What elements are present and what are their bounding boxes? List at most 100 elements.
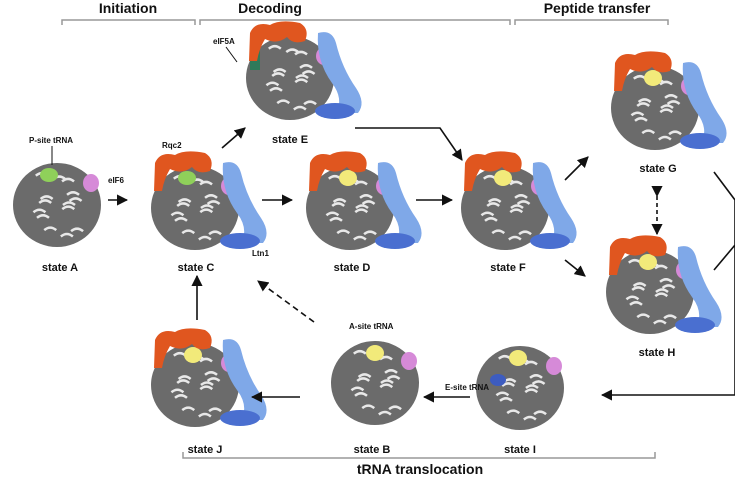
rqc2-density: [309, 151, 367, 191]
ribosome-texture: [388, 405, 402, 411]
ribosome-state-f: [461, 151, 577, 250]
ribosome-texture: [61, 205, 76, 211]
ribosome-texture: [659, 80, 673, 86]
e-site-trna-density: [490, 374, 506, 386]
ribosome-body: [151, 343, 239, 427]
decoding-bracket: [199, 19, 511, 25]
annotation-p-site-trna: P-site tRNA: [29, 136, 73, 145]
ribosome-texture: [354, 208, 369, 214]
ribosome-texture: [486, 202, 500, 207]
ribosome-texture: [655, 288, 669, 294]
ribosome-texture: [198, 235, 212, 241]
ltn1-density: [222, 162, 267, 243]
ribosome-texture: [352, 349, 367, 355]
ribosome-texture: [495, 391, 510, 397]
ribosome-texture: [294, 78, 309, 84]
annotation-rqc2: Rqc2: [162, 141, 182, 150]
ribosome-texture: [631, 286, 645, 291]
ribosome-texture: [174, 217, 188, 222]
ribosome-texture: [329, 217, 343, 222]
ribosome-texture: [379, 383, 394, 389]
a-site-trna-density: [494, 170, 512, 186]
ribosome-texture: [206, 200, 221, 205]
ribosome-texture: [176, 379, 190, 384]
ltn1-ring-density: [220, 410, 260, 426]
a-site-trna-density: [184, 347, 202, 363]
arrow-b-to-c-dashed: [257, 280, 315, 323]
ribosome-texture: [39, 195, 54, 200]
a-site-trna-density: [366, 345, 384, 361]
ribosome-texture: [533, 410, 547, 416]
ribosome-texture: [523, 415, 537, 421]
a-site-trna-density: [644, 70, 662, 86]
ribosome-texture: [654, 264, 668, 270]
ltn1-ring-density: [530, 233, 570, 249]
ribosome-state-d: [306, 151, 422, 250]
ribosome-texture: [199, 357, 213, 363]
ribosome-texture: [636, 313, 651, 319]
ribosome-texture: [204, 371, 218, 376]
arrow-e-to-f: [355, 127, 463, 161]
ribosome-texture: [510, 204, 524, 210]
ribosome-body: [331, 341, 419, 425]
ltn1-density: [682, 62, 727, 143]
state-a-label: state A: [42, 262, 78, 274]
ribosome-texture: [386, 375, 401, 380]
ltn1-ring-density: [315, 103, 355, 119]
ribosome-texture: [294, 50, 308, 56]
peptide-transfer-bracket: [514, 19, 669, 25]
ribosome-body: [306, 166, 394, 250]
ribosome-texture: [276, 99, 291, 105]
ribosome-texture: [516, 200, 531, 205]
ribosome-texture: [641, 129, 656, 135]
ribosome-texture: [487, 198, 502, 203]
annotation-eif6: eIF6: [108, 176, 125, 185]
eif6-density: [83, 174, 99, 192]
ribosome-texture: [38, 199, 52, 204]
ribosome-texture: [60, 232, 74, 238]
ribosome-texture: [208, 230, 222, 236]
state-b-label: state B: [354, 444, 391, 456]
ribosome-texture: [354, 180, 368, 186]
ribosome-texture: [514, 194, 528, 199]
ribosome-texture: [208, 407, 222, 413]
ribosome-texture: [484, 217, 498, 222]
state-j-label: state J: [188, 444, 223, 456]
ribosome-state-c: [151, 151, 267, 250]
ribosome-texture: [630, 111, 645, 117]
ltn1-ring-density: [375, 233, 415, 249]
rqc2-density: [249, 21, 307, 61]
arrow-f-to-g: [564, 156, 589, 181]
ribosome-texture: [170, 211, 185, 217]
ribosome-body: [246, 36, 334, 120]
ribosome-texture: [525, 384, 539, 390]
ribosome-texture: [529, 374, 543, 379]
a-site-trna-density: [509, 350, 527, 366]
ribosome-texture: [36, 214, 50, 219]
ribosome-texture: [353, 235, 367, 241]
ribosome-texture: [285, 48, 300, 54]
ltn1-ring-density: [220, 233, 260, 249]
ltn1-ring-density: [675, 317, 715, 333]
ribosome-texture: [301, 70, 316, 75]
ribosome-texture: [661, 284, 676, 289]
ribosome-texture: [363, 230, 377, 236]
ribosome-texture: [200, 204, 214, 210]
ribosome-texture: [654, 292, 669, 298]
annotation-e-site-trna: E-site tRNA: [445, 383, 489, 392]
ribosome-texture: [170, 388, 185, 394]
annotation-a-site-trna: A-site tRNA: [349, 322, 394, 331]
ribosome-texture: [299, 64, 313, 69]
ribosome-texture: [177, 375, 192, 380]
phase-decoding: Decoding: [238, 0, 302, 16]
ribosome-texture: [378, 410, 392, 416]
arrow-f-to-h: [564, 259, 586, 277]
ribosome-texture: [518, 230, 532, 236]
ribosome-texture: [177, 198, 192, 203]
ribosome-texture: [632, 282, 647, 287]
ribosome-texture: [637, 98, 652, 103]
rqc2-density: [614, 51, 672, 91]
state-e-label: state E: [272, 134, 308, 146]
